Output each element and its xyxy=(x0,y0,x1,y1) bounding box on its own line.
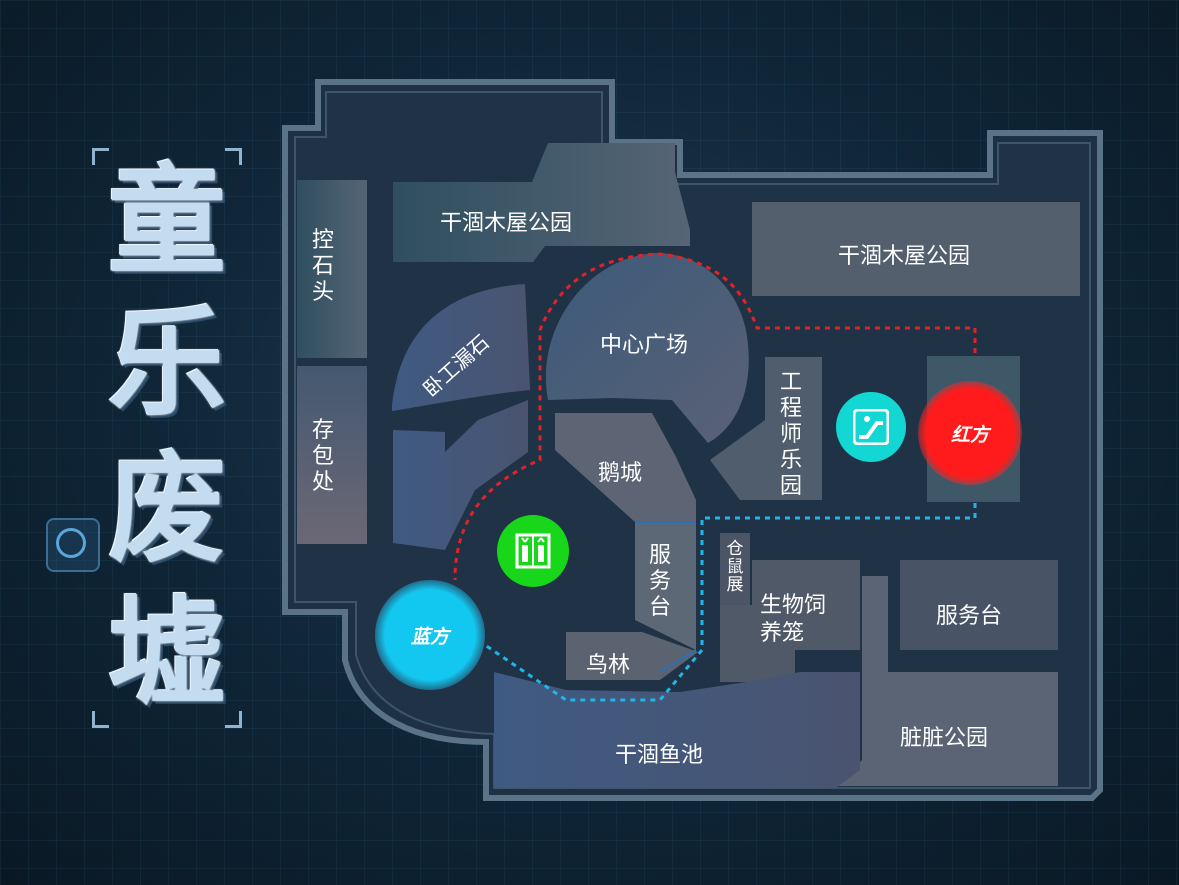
area-label-bio-cage: 生物饲养笼 xyxy=(760,593,827,646)
goose-castle-shape xyxy=(555,413,696,522)
area-label-goose-castle: 鹅城 xyxy=(598,461,643,486)
central-plaza-shape xyxy=(545,253,749,443)
target-icon xyxy=(46,518,100,572)
area-label-service-desk-right: 服务台 xyxy=(936,604,1003,629)
bio-cage-shape xyxy=(720,560,860,682)
blue-route xyxy=(484,503,977,702)
area-label-top-right-park: 干涸木屋公园 xyxy=(838,244,971,269)
title-char-1: 童 xyxy=(107,152,226,290)
service-desk-right-shape xyxy=(900,560,1058,650)
blue-team-label: 蓝方 xyxy=(410,625,449,648)
workshop-shape xyxy=(392,284,530,411)
area-label-dirty-park: 脏脏公园 xyxy=(900,726,989,751)
area-label-service-desk-center: 服务台 xyxy=(648,543,671,620)
top-left-park-shape xyxy=(393,143,690,262)
warehouse-rat-shape xyxy=(720,533,750,605)
top-right-park-shape xyxy=(752,202,1080,296)
red-route xyxy=(453,252,977,581)
area-label-bird-forest: 鸟林 xyxy=(586,653,631,678)
title-char-3: 废 xyxy=(107,440,226,578)
title-char-4: 墟 xyxy=(107,584,226,722)
area-label-fish-pond: 干涸鱼池 xyxy=(615,743,704,768)
area-label-storage: 存包处 xyxy=(311,418,334,495)
service-desk-center-shape xyxy=(635,522,696,650)
blue-team-marker[interactable]: 蓝方 xyxy=(375,580,485,690)
engineer-park-shape xyxy=(710,357,822,500)
red-team-label: 红方 xyxy=(950,423,989,446)
area-label-central-plaza: 中心广场 xyxy=(600,333,689,358)
escalator-icon[interactable] xyxy=(836,392,906,462)
elevator-icon[interactable] xyxy=(497,515,569,587)
area-label-stone: 控石头 xyxy=(311,228,334,305)
dirty-park-shape xyxy=(835,576,1058,786)
storage-room xyxy=(297,366,367,544)
stone-room xyxy=(297,180,367,358)
map-title-panel: 童 乐 废 墟 xyxy=(92,148,242,728)
red-team-marker[interactable]: 红方 xyxy=(918,381,1022,485)
area-label-warehouse-rat: 仓鼠展 xyxy=(726,539,744,595)
fish-pond-shape xyxy=(494,672,860,788)
area-label-top-left-park: 干涸木屋公园 xyxy=(440,211,573,236)
area-label-engineer-park: 工程师乐园 xyxy=(779,370,802,499)
title-char-2: 乐 xyxy=(107,294,226,432)
